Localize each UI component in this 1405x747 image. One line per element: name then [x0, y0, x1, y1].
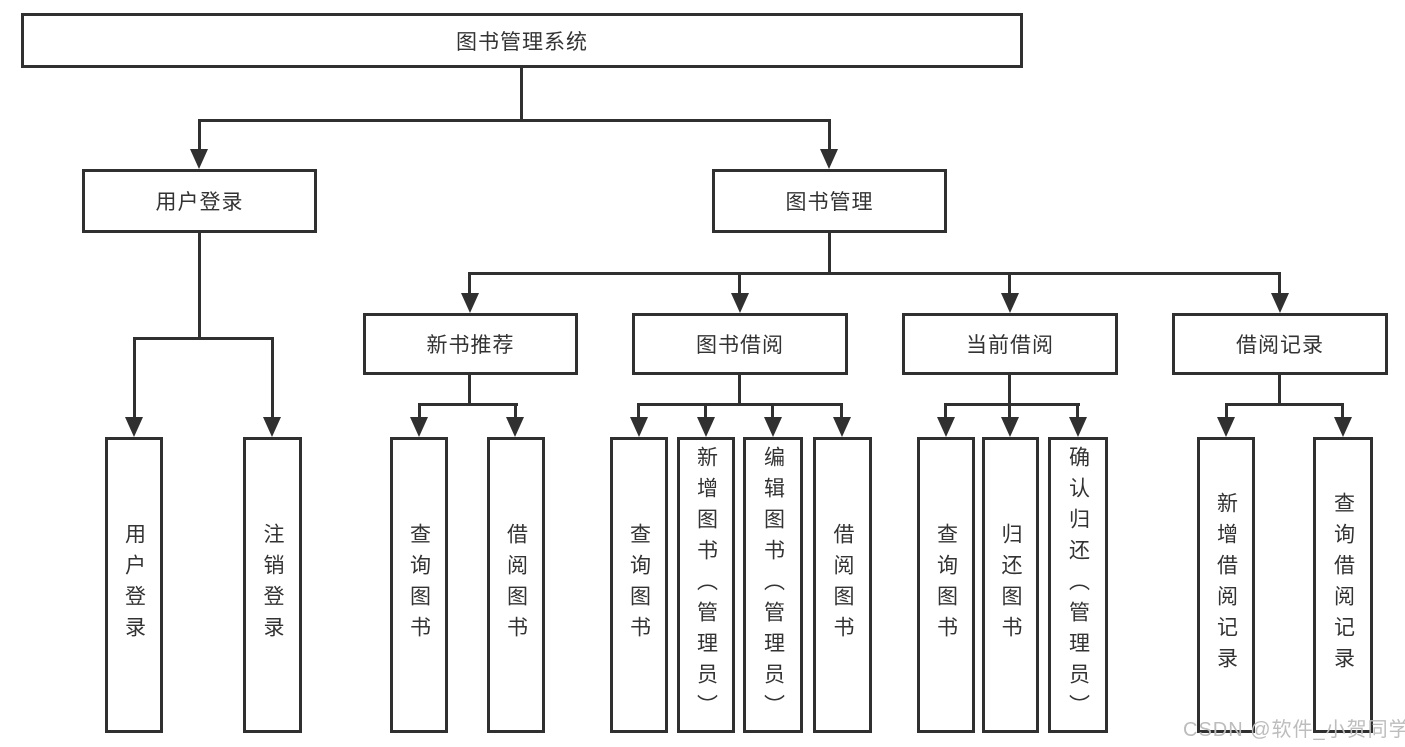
node-label: 查询图书 [407, 523, 431, 647]
connector-line [637, 403, 640, 419]
node-label: 确认归还（管理员） [1066, 445, 1090, 725]
arrow-down-icon [190, 149, 208, 169]
connector-line [1278, 375, 1281, 406]
node-label: 查询借阅记录 [1331, 492, 1355, 678]
node-label: 用户登录 [122, 523, 146, 647]
connector-line [133, 337, 136, 419]
arrow-down-icon [263, 417, 281, 437]
connector-line [468, 272, 1281, 275]
leaf-query-borrow-record: 查询借阅记录 [1313, 437, 1373, 733]
connector-line [637, 403, 843, 406]
node-label: 查询图书 [934, 523, 958, 647]
node-label: 图书借阅 [696, 334, 784, 357]
node-label: 编辑图书（管理员） [761, 445, 785, 725]
connector-line [828, 233, 831, 275]
connector-line [1341, 403, 1344, 419]
arrow-down-icon [1069, 417, 1087, 437]
node-label: 新书推荐 [426, 334, 515, 357]
arrow-down-icon [410, 417, 428, 437]
connector-line [738, 272, 741, 296]
node-label: 图书管理 [785, 191, 874, 214]
leaf-return-books: 归还图书 [982, 437, 1039, 733]
leaf-borrow-books: 借阅图书 [813, 437, 872, 733]
connector-line [1008, 375, 1011, 406]
leaf-user-login: 用户登录 [105, 437, 163, 733]
arrow-down-icon [820, 149, 838, 169]
connector-line [198, 119, 201, 151]
node-label: 新增借阅记录 [1214, 492, 1238, 678]
connector-line [520, 68, 523, 122]
arrow-down-icon [937, 417, 955, 437]
arrow-down-icon [833, 417, 851, 437]
connector-line [840, 403, 843, 419]
connector-line [468, 272, 471, 296]
connector-line [198, 233, 201, 340]
connector-line [271, 337, 274, 419]
node-label: 借阅图书 [831, 523, 854, 647]
connector-line [1225, 403, 1344, 406]
connector-line [198, 119, 831, 122]
arrow-down-icon [697, 417, 715, 437]
node-label: 用户登录 [155, 191, 244, 214]
node-label: 新增图书（管理员） [694, 445, 718, 725]
connector-line [468, 375, 471, 406]
leaf-query-books-borrow: 查询图书 [610, 437, 668, 733]
arrow-down-icon [731, 293, 749, 313]
node-book-borrow: 图书借阅 [632, 313, 848, 375]
leaf-logout: 注销登录 [243, 437, 302, 733]
node-label: 注销登录 [261, 523, 284, 647]
leaf-query-books-recommend: 查询图书 [390, 437, 448, 733]
node-borrow-records: 借阅记录 [1172, 313, 1388, 375]
arrow-down-icon [506, 417, 524, 437]
node-label: 归还图书 [999, 523, 1022, 647]
connector-line [1278, 272, 1281, 296]
node-label: 当前借阅 [966, 334, 1054, 357]
node-new-book-recommend: 新书推荐 [363, 313, 578, 375]
connector-line [771, 403, 774, 419]
node-user-login: 用户登录 [82, 169, 317, 233]
csdn-watermark: CSDN @软件_小贺同学 [1183, 719, 1405, 741]
connector-line [944, 403, 1080, 406]
connector-line [514, 403, 517, 419]
connector-line [738, 375, 741, 406]
connector-line [1225, 403, 1228, 419]
connector-line [418, 403, 518, 406]
arrow-down-icon [630, 417, 648, 437]
node-label: 图书管理系统 [456, 30, 588, 54]
node-root: 图书管理系统 [21, 13, 1023, 68]
arrow-down-icon [1271, 293, 1289, 313]
leaf-add-borrow-record: 新增借阅记录 [1197, 437, 1255, 733]
connector-line [1076, 403, 1079, 419]
connector-line [828, 119, 831, 151]
arrow-down-icon [1001, 293, 1019, 313]
node-book-management: 图书管理 [712, 169, 947, 233]
leaf-query-books-current: 查询图书 [917, 437, 975, 733]
connector-line [418, 403, 421, 419]
leaf-confirm-return-admin: 确认归还（管理员） [1048, 437, 1108, 733]
arrow-down-icon [461, 293, 479, 313]
leaf-add-book-admin: 新增图书（管理员） [677, 437, 735, 733]
connector-line [133, 337, 274, 340]
node-label: 借阅图书 [504, 523, 528, 647]
arrow-down-icon [764, 417, 782, 437]
arrow-down-icon [1334, 417, 1352, 437]
node-current-borrow: 当前借阅 [902, 313, 1118, 375]
node-label: 查询图书 [627, 523, 651, 647]
connector-line [1008, 272, 1011, 296]
leaf-borrow-books-recommend: 借阅图书 [487, 437, 545, 733]
arrow-down-icon [125, 417, 143, 437]
leaf-edit-book-admin: 编辑图书（管理员） [743, 437, 803, 733]
connector-line [704, 403, 707, 419]
arrow-down-icon [1217, 417, 1235, 437]
connector-line [1008, 403, 1011, 419]
node-label: 借阅记录 [1236, 334, 1324, 357]
arrow-down-icon [1001, 417, 1019, 437]
connector-line [944, 403, 947, 419]
